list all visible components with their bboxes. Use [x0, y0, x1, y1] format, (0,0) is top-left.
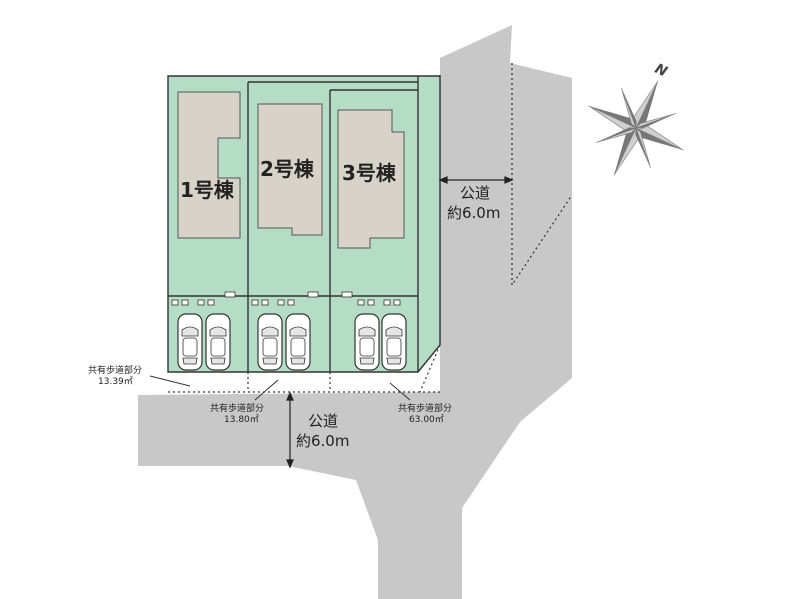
lot-3-corner	[418, 76, 440, 372]
road-width-arrows	[286, 176, 514, 469]
leader-lines	[149, 375, 411, 401]
lot-outlines	[167, 75, 441, 373]
car-icon	[177, 313, 203, 371]
lot-1-label: 1号棟	[180, 178, 235, 202]
car-icon	[257, 313, 283, 371]
east-road	[138, 25, 572, 599]
building-1	[177, 91, 241, 239]
roads	[138, 25, 572, 599]
car-icon	[285, 313, 311, 371]
lot-3-label: 3号棟	[342, 161, 397, 185]
walkway-1-label: 共有歩道部分	[88, 364, 142, 376]
building-2	[257, 103, 323, 236]
car-icon	[205, 313, 231, 371]
building-3	[337, 109, 405, 249]
lot-2-label: 2号棟	[260, 157, 315, 181]
east-road-width: 約6.0m	[447, 204, 500, 222]
compass-north-label: N	[652, 61, 670, 81]
walkway-3-label: 共有歩道部分	[398, 402, 452, 414]
south-road-width: 約6.0m	[296, 432, 349, 450]
walkway-3-area: 63.00㎡	[409, 414, 444, 425]
walkway-2-area: 13.80㎡	[224, 414, 259, 425]
parking-cars	[177, 313, 407, 371]
walkway-1-area: 13.39㎡	[98, 376, 133, 387]
car-icon	[354, 313, 380, 371]
walkway-2-label: 共有歩道部分	[210, 402, 264, 414]
south-road-name: 公道	[308, 412, 338, 430]
meter-fixtures	[171, 291, 401, 306]
buildings	[177, 91, 405, 249]
east-road-name: 公道	[460, 184, 490, 202]
car-icon	[381, 313, 407, 371]
walkway-boundaries	[247, 372, 331, 392]
compass-rose-icon	[588, 80, 684, 176]
